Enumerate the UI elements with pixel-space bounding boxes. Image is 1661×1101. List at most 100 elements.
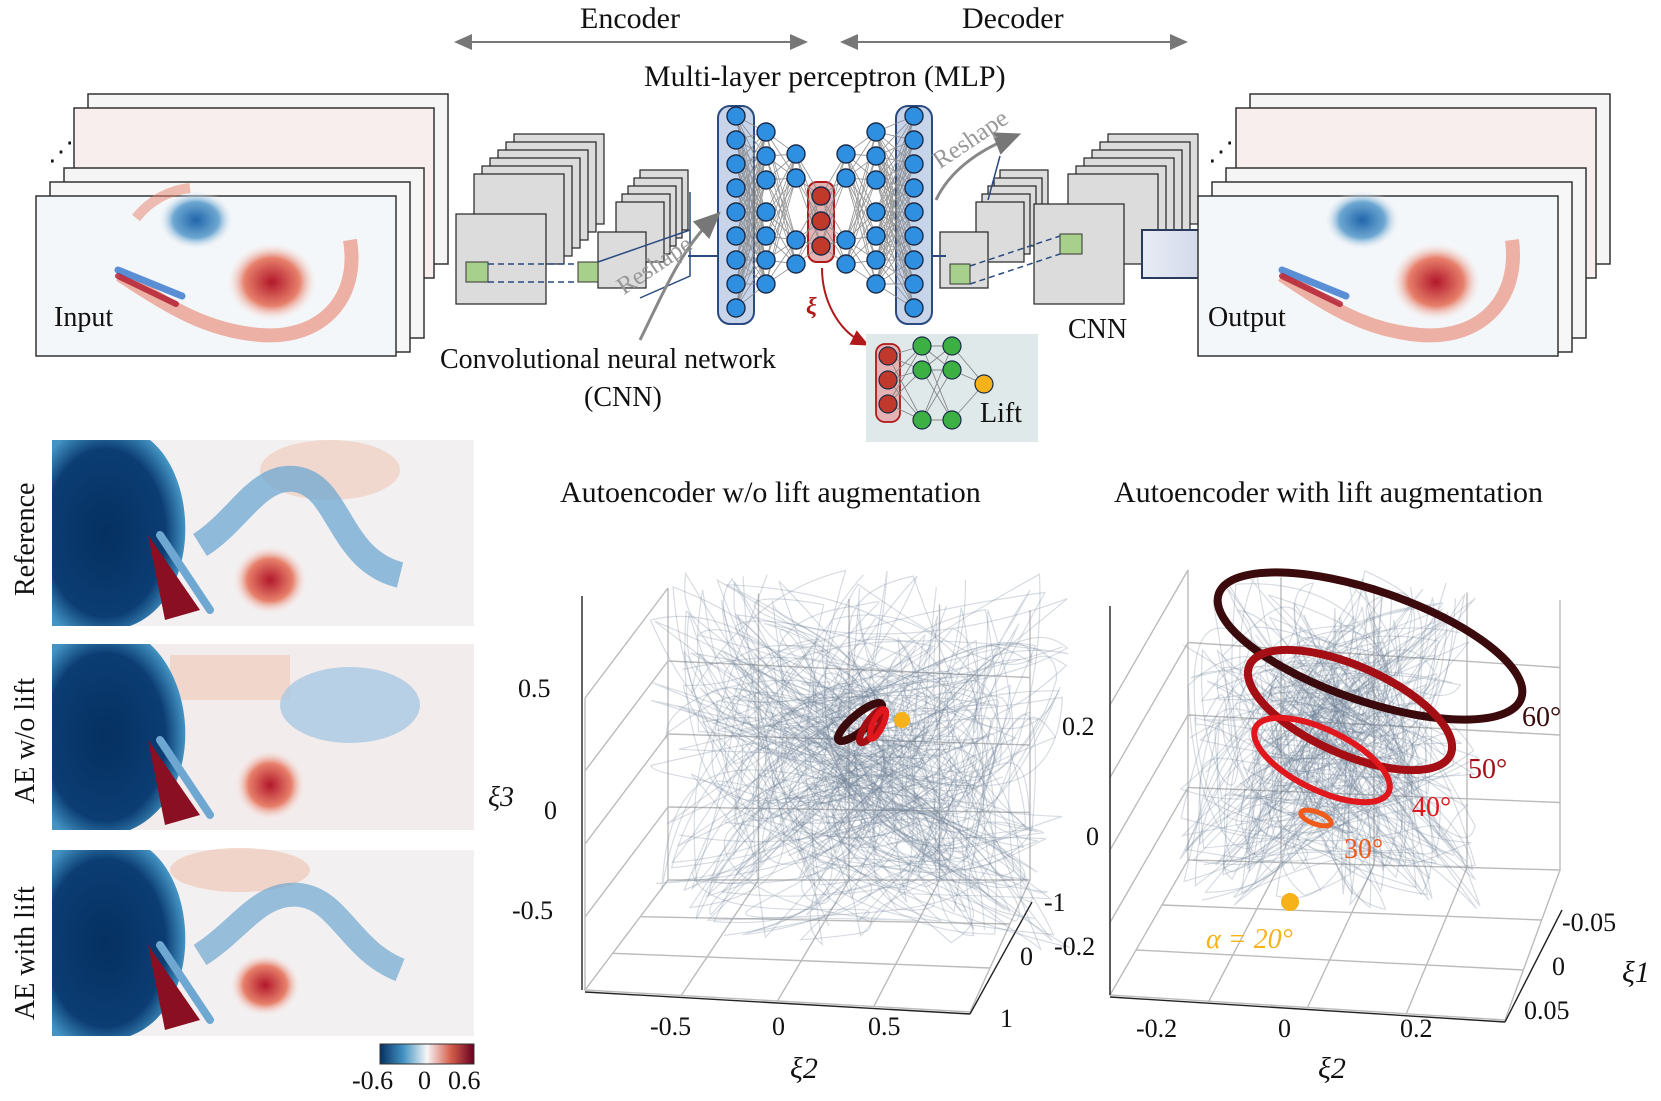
mlp-node [756, 170, 776, 190]
mlp-node [786, 168, 806, 188]
lift-node [912, 410, 932, 430]
decoder-label: Decoder [962, 2, 1064, 35]
mlp-node [756, 202, 776, 222]
latent-symbol: ξ [806, 294, 817, 320]
colorbar-tick-mid: 0 [418, 1066, 431, 1095]
angle-label-60: 60° [1522, 702, 1562, 733]
ae-wo-lift-field [52, 644, 474, 830]
plot-left-x-tick-0: -0.5 [650, 1012, 692, 1041]
lift-node [912, 360, 932, 380]
plot-left-z-label: ξ3 [488, 782, 514, 813]
mlp-node [726, 226, 746, 246]
angle-label-30: 30° [1344, 834, 1384, 865]
lift-node [974, 374, 994, 394]
plot-right-z-tick-2: -0.2 [1054, 932, 1096, 961]
left-cycles [833, 698, 910, 747]
encoder-cnn-blocks [455, 133, 735, 305]
mlp-node [726, 154, 746, 174]
mlp-node [904, 298, 924, 318]
mlp-network [717, 105, 933, 325]
plot-right-z-tick-0: 0.2 [1062, 712, 1095, 741]
encoder-label: Encoder [580, 2, 680, 35]
plot-left-z-tick-0: 0.5 [518, 674, 551, 703]
lift-node [878, 370, 898, 390]
reference-label: Reference [10, 482, 41, 596]
latent-to-lift-arrow [821, 267, 870, 346]
colorbar-tick-min: -0.6 [352, 1066, 394, 1095]
plot-left-trajectories [649, 569, 1071, 952]
decoder-cnn-blocks [932, 133, 1199, 305]
mlp-node [726, 298, 746, 318]
mlp-node [786, 144, 806, 164]
lift-label: Lift [980, 398, 1022, 429]
plot-right-x-tick-0: -0.2 [1136, 1014, 1178, 1043]
ae-with-lift-field [52, 848, 474, 1036]
mlp-node [866, 146, 886, 166]
plot-right-y-label: ξ1 [1622, 956, 1650, 989]
mlp-node [756, 274, 776, 294]
mlp-node [904, 202, 924, 222]
mlp-node [904, 106, 924, 126]
ae-wo-lift-label: AE w/o lift [10, 678, 41, 804]
plot-left-y-tick-0: -1 [1044, 888, 1066, 917]
plot-right-x-label: ξ2 [1318, 1052, 1346, 1085]
mlp-node [904, 226, 924, 246]
lift-node [878, 346, 898, 366]
lift-node [942, 336, 962, 356]
mlp-node [786, 254, 806, 274]
reshape-left-arrow [638, 211, 721, 341]
colorbar-tick-max: 0.6 [448, 1066, 481, 1095]
plot-right-y-tick-0: -0.05 [1562, 908, 1617, 937]
mlp-node [726, 106, 746, 126]
plot-right-y-tick-1: 0 [1552, 952, 1565, 981]
plot-left-title: Autoencoder w/o lift augmentation [560, 476, 981, 509]
cnn-short-label: CNN [1068, 314, 1128, 345]
mlp-node [866, 122, 886, 142]
mlp-node [904, 154, 924, 174]
lift-node [942, 360, 962, 380]
mlp-node [756, 146, 776, 166]
lift-node [942, 410, 962, 430]
output-label: Output [1208, 302, 1286, 333]
reference-field [52, 440, 474, 626]
mlp-node [904, 250, 924, 270]
mlp-node [866, 226, 886, 246]
angle-label-40: 40° [1412, 792, 1452, 823]
mlp-node [726, 274, 746, 294]
mlp-node [866, 274, 886, 294]
plot-left-z-tick-2: -0.5 [512, 896, 554, 925]
cnn-label-line1: Convolutional neural network [440, 344, 776, 375]
ae-with-lift-label: AE with lift [10, 886, 41, 1020]
mlp-node [904, 130, 924, 150]
mlp-node [756, 226, 776, 246]
plot-left-x-tick-2: 0.5 [868, 1012, 901, 1041]
plot-right-x-tick-2: 0.2 [1400, 1014, 1433, 1043]
limit-cycle-60 [1213, 568, 1527, 724]
limit-cycle-50 [1243, 645, 1457, 775]
lift-network [866, 334, 1038, 442]
colorbar [379, 1043, 475, 1065]
mlp-node [811, 211, 831, 231]
plot-left-z-tick-1: 0 [544, 796, 557, 825]
mlp-node [756, 250, 776, 270]
mlp-node [836, 254, 856, 274]
input-field-stack: ⋰ [35, 93, 449, 357]
output-field-stack: ⋰ [1197, 93, 1611, 357]
limit-cycle-40 [1251, 714, 1393, 806]
reshape-right-arrow [934, 132, 1022, 201]
svg-text:⋰: ⋰ [1208, 137, 1234, 167]
mlp-node [786, 230, 806, 250]
mlp-node [811, 186, 831, 206]
mlp-node [836, 230, 856, 250]
input-label: Input [54, 302, 114, 333]
plot-left-x-label: ξ2 [790, 1052, 818, 1085]
mlp-node [836, 168, 856, 188]
plot-right-y-tick-2: 0.05 [1524, 996, 1570, 1025]
mlp-node [726, 250, 746, 270]
lift-node [878, 394, 898, 414]
mlp-node [726, 130, 746, 150]
mlp-node [904, 178, 924, 198]
lift-node [912, 336, 932, 356]
mlp-node [756, 122, 776, 142]
